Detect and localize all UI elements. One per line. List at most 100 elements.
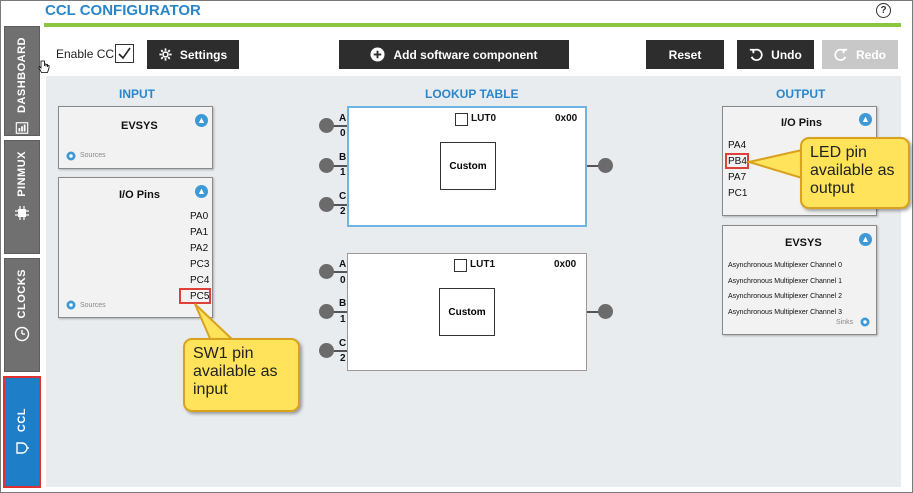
checkmark-icon (118, 47, 131, 60)
lut1-input-b-port[interactable] (319, 304, 334, 319)
lut1-input-b-wire (330, 311, 347, 313)
lut0-input-a-port[interactable] (319, 118, 334, 133)
sidebar: DASHBOARD PINMUX CLOCKS CCL (2, 26, 41, 492)
sidebar-item-dashboard[interactable]: DASHBOARD (4, 26, 40, 136)
title-divider (44, 23, 901, 27)
input-section-title: INPUT (119, 87, 155, 101)
clock-icon (14, 327, 30, 342)
evsys-channel[interactable]: Asynchronous Multiplexer Channel 2 (728, 293, 843, 300)
output-evsys-card[interactable]: EVSYS ▲ Asynchronous Multiplexer Channel… (722, 225, 877, 335)
add-software-component-button[interactable]: Add software component (339, 40, 569, 69)
pb4-highlight (725, 153, 749, 169)
input-evsys-card[interactable]: EVSYS ▲ Sources (58, 106, 213, 169)
input-letter: C (339, 191, 347, 202)
pin-item[interactable]: PA4 (728, 140, 747, 151)
lut-value: 0x00 (554, 259, 577, 270)
chevron-up-icon[interactable]: ▲ (859, 233, 872, 246)
card-title: I/O Pins (119, 189, 160, 201)
lut-name: LUT0 (471, 113, 496, 124)
sources-label: Sources (80, 302, 106, 309)
lut0-enable-checkbox[interactable] (455, 113, 468, 126)
output-section-title: OUTPUT (776, 87, 826, 101)
undo-button[interactable]: Undo (737, 40, 814, 69)
hand-cursor-icon (38, 60, 50, 73)
input-io-pins-card[interactable]: I/O Pins ▲ PA0 PA1 PA2 PC3 PC4 PC5 Sourc… (58, 177, 213, 318)
pin-item[interactable]: PC3 (190, 259, 210, 270)
lut-function-box[interactable]: Custom (439, 288, 495, 336)
lut-function-box[interactable]: Custom (440, 142, 496, 190)
input-number: 1 (340, 167, 346, 178)
lut1-input-c-port[interactable] (319, 343, 334, 358)
sidebar-item-pinmux[interactable]: PINMUX (4, 140, 40, 254)
lookup-section-title: LOOKUP TABLE (425, 87, 519, 101)
card-title: EVSYS (785, 237, 822, 249)
card-title: EVSYS (121, 120, 158, 132)
add-component-label: Add software component (393, 47, 538, 62)
gear-icon[interactable] (65, 299, 77, 311)
pin-item[interactable]: PC5 (190, 291, 210, 302)
input-number: 0 (340, 275, 346, 286)
lut1-enable-checkbox[interactable] (454, 259, 467, 272)
page-title: CCL CONFIGURATOR (45, 2, 201, 19)
sources-label: Sources (80, 152, 106, 159)
pin-item[interactable]: PC4 (190, 275, 210, 286)
chevron-up-icon[interactable]: ▲ (195, 114, 208, 127)
pin-item[interactable]: PC1 (728, 188, 748, 199)
input-number: 2 (340, 353, 346, 364)
pin-item[interactable]: PA0 (190, 211, 209, 222)
led-callout: LED pin available as output (800, 137, 910, 209)
lut1-block[interactable]: LUT1 0x00 Custom (347, 253, 587, 371)
chevron-up-icon[interactable]: ▲ (859, 113, 872, 126)
enable-ccl-checkbox[interactable] (115, 44, 134, 63)
lut0-output-port[interactable] (598, 158, 613, 173)
lut0-block[interactable]: LUT0 0x00 Custom (347, 106, 587, 227)
pin-item[interactable]: PA7 (728, 172, 747, 183)
lut-value: 0x00 (555, 113, 578, 124)
lut0-input-b-wire (330, 165, 347, 167)
lut0-input-c-wire (330, 204, 347, 206)
lut1-input-c-wire (330, 350, 347, 352)
dashboard-icon (15, 122, 29, 134)
lut1-output-port[interactable] (598, 304, 613, 319)
pin-item[interactable]: PB4 (728, 156, 747, 167)
enable-ccl-label: Enable CCL (56, 47, 121, 61)
gear-icon[interactable] (859, 316, 871, 328)
card-title: I/O Pins (781, 117, 822, 129)
redo-button[interactable]: Redo (822, 40, 898, 69)
redo-label: Redo (856, 47, 886, 62)
input-letter: B (339, 152, 347, 163)
evsys-channel[interactable]: Asynchronous Multiplexer Channel 1 (728, 278, 843, 285)
reset-button[interactable]: Reset (646, 40, 724, 69)
sidebar-item-clocks[interactable]: CLOCKS (4, 258, 40, 372)
pin-item[interactable]: PA1 (190, 227, 209, 238)
undo-label: Undo (771, 47, 802, 62)
evsys-channel[interactable]: Asynchronous Multiplexer Channel 0 (728, 262, 843, 269)
lut0-input-b-port[interactable] (319, 158, 334, 173)
lut1-input-a-port[interactable] (319, 264, 334, 279)
lut1-input-a-wire (330, 271, 347, 273)
help-icon[interactable]: ? (876, 3, 891, 18)
settings-label: Settings (179, 47, 228, 62)
input-number: 2 (340, 206, 346, 217)
sw1-callout: SW1 pin available as input (183, 338, 300, 412)
logic-gate-icon (16, 442, 29, 454)
pin-item[interactable]: PA2 (190, 243, 209, 254)
sidebar-item-ccl[interactable]: CCL (3, 376, 41, 488)
chip-icon (15, 205, 29, 220)
lut0-input-c-port[interactable] (319, 197, 334, 212)
input-number: 1 (340, 314, 346, 325)
input-number: 0 (340, 128, 346, 139)
lut0-output-wire (587, 165, 599, 167)
chevron-up-icon[interactable]: ▲ (195, 185, 208, 198)
lut1-output-wire (587, 311, 599, 313)
sinks-label: Sinks (836, 319, 854, 326)
lut0-input-a-wire (330, 125, 347, 127)
input-letter: A (339, 113, 347, 124)
input-letter: B (339, 298, 347, 309)
evsys-channel[interactable]: Asynchronous Multiplexer Channel 3 (728, 309, 843, 316)
lut-name: LUT1 (470, 259, 495, 270)
settings-button[interactable]: Settings (147, 40, 239, 69)
pc5-highlight (179, 288, 211, 304)
gear-icon[interactable] (65, 150, 77, 162)
